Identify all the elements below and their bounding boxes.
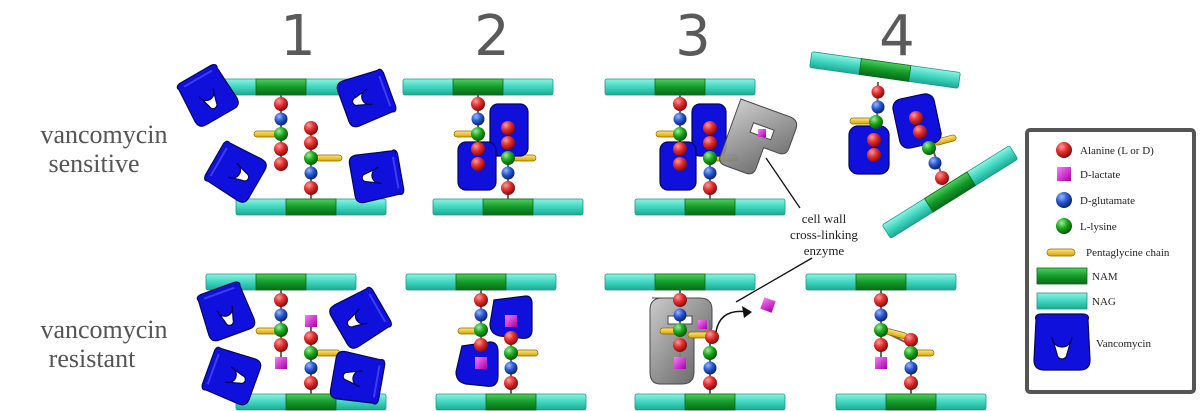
- stage-number-2: 2: [474, 4, 510, 69]
- annotation-line3: enzyme: [804, 243, 845, 258]
- stage3-resistant: [604, 273, 786, 411]
- nag-icon: [1036, 292, 1088, 310]
- legend: Alanine (L or D) D-lactate D-glutamate L…: [1025, 128, 1196, 394]
- d-glutamate-icon: [1056, 192, 1072, 208]
- row-label-resistant-line2: resistant: [49, 344, 136, 373]
- d-lactate-icon: [1057, 167, 1071, 181]
- pentaglycine-icon: [1046, 248, 1076, 257]
- stage1-sensitive: [173, 61, 406, 216]
- cross-linking-enzyme-shape: [717, 98, 800, 185]
- stage-number-4: 4: [879, 4, 915, 69]
- stage2-sensitive: [402, 78, 584, 216]
- legend-label-vancomycin: Vancomycin: [1096, 338, 1151, 350]
- alanine-icon: [1056, 142, 1072, 158]
- row-label-sensitive-line2: sensitive: [49, 149, 140, 178]
- legend-label-alanine: Alanine (L or D): [1080, 145, 1154, 157]
- stage4-sensitive: [809, 51, 1019, 239]
- annotation-line2: cross-linking: [790, 227, 858, 242]
- row-label-sensitive-line1: vancomycin: [40, 120, 167, 149]
- annotation-line1: cell wall: [802, 211, 847, 226]
- stage1-resistant: [193, 273, 395, 411]
- stage-number-1: 1: [280, 4, 316, 69]
- row-label-resistant-line1: vancomycin: [40, 315, 167, 344]
- legend-label-l-lysine: L-lysine: [1080, 221, 1117, 233]
- l-lysine-icon: [1056, 218, 1072, 234]
- legend-label-pentaglycine: Pentaglycine chain: [1086, 247, 1170, 259]
- stage2-resistant: [405, 273, 587, 411]
- stage-number-3: 3: [675, 4, 711, 69]
- legend-label-d-glutamate: D-glutamate: [1080, 195, 1135, 207]
- legend-label-nam: NAM: [1092, 271, 1118, 283]
- legend-label-d-lactate: D-lactate: [1080, 169, 1120, 181]
- legend-label-nag: NAG: [1092, 296, 1116, 308]
- stage4-resistant: [805, 273, 987, 411]
- stage3-sensitive: [604, 78, 800, 216]
- nam-icon: [1036, 267, 1088, 285]
- enzyme-annotation: cell wall cross-linking enzyme: [735, 157, 858, 303]
- vancomycin-icon: [1033, 313, 1091, 371]
